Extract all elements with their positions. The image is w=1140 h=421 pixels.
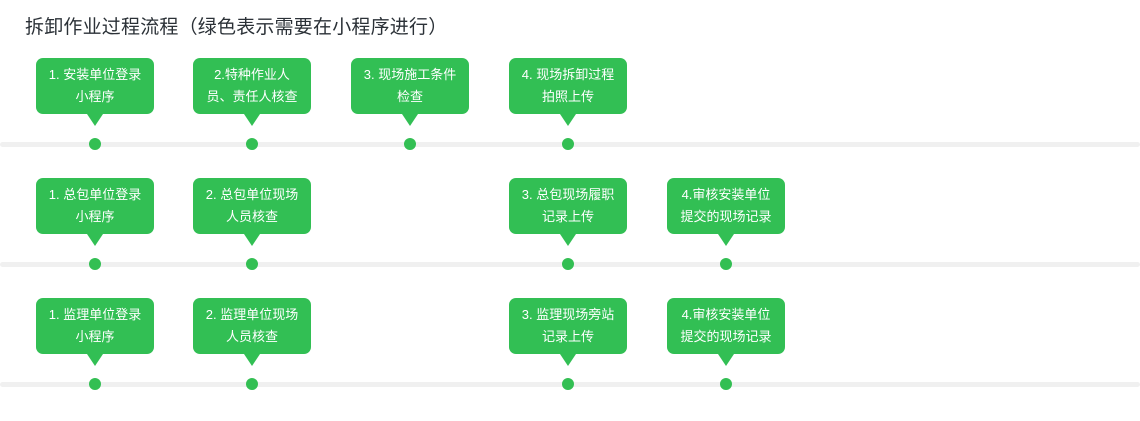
flow-node-label: 3. 监理现场旁站 记录上传 — [521, 307, 615, 344]
flow-node-label: 3. 现场施工条件 检查 — [363, 67, 457, 104]
flow-node-label: 2. 总包单位现场 人员核查 — [205, 187, 299, 224]
bubble-tail-icon — [244, 234, 260, 246]
timeline-dot-icon — [720, 378, 732, 390]
flow-node-bubble: 4.审核安装单位 提交的现场记录 — [667, 178, 785, 234]
timeline-dot-icon — [246, 258, 258, 270]
flow-node-bubble: 1. 监理单位登录 小程序 — [36, 298, 154, 354]
flow-node-r1c4[interactable]: 4. 现场拆卸过程 拍照上传 — [509, 58, 627, 150]
bubble-tail-icon — [87, 114, 103, 126]
bubble-tail-icon — [244, 354, 260, 366]
flow-node-label: 2.特种作业人 员、责任人核查 — [206, 67, 298, 104]
bubble-tail-icon — [560, 234, 576, 246]
flow-node-r3c4[interactable]: 3. 监理现场旁站 记录上传 — [509, 298, 627, 390]
flow-node-label: 1. 总包单位登录 小程序 — [48, 187, 142, 224]
flow-node-r1c1[interactable]: 1. 安装单位登录 小程序 — [36, 58, 154, 150]
flow-node-r2c4[interactable]: 3. 总包现场履职 记录上传 — [509, 178, 627, 270]
flow-node-bubble: 1. 总包单位登录 小程序 — [36, 178, 154, 234]
bubble-tail-icon — [402, 114, 418, 126]
flow-node-r2c2[interactable]: 2. 总包单位现场 人员核查 — [193, 178, 311, 270]
flow-node-label: 4. 现场拆卸过程 拍照上传 — [521, 67, 615, 104]
flow-node-r3c2[interactable]: 2. 监理单位现场 人员核查 — [193, 298, 311, 390]
flow-node-bubble: 1. 安装单位登录 小程序 — [36, 58, 154, 114]
timeline-dot-icon — [89, 138, 101, 150]
flow-node-label: 1. 监理单位登录 小程序 — [48, 307, 142, 344]
flow-node-bubble: 2.特种作业人 员、责任人核查 — [193, 58, 311, 114]
timeline-dot-icon — [720, 258, 732, 270]
flow-node-r3c1[interactable]: 1. 监理单位登录 小程序 — [36, 298, 154, 390]
timeline-dot-icon — [562, 378, 574, 390]
flow-node-r1c2[interactable]: 2.特种作业人 员、责任人核查 — [193, 58, 311, 150]
flow-node-r2c5[interactable]: 4.审核安装单位 提交的现场记录 — [667, 178, 785, 270]
flow-row-general-contractor: 1. 总包单位登录 小程序 2. 总包单位现场 人员核查 3. 总包现场履职 记… — [0, 178, 1140, 282]
flow-node-bubble: 2. 监理单位现场 人员核查 — [193, 298, 311, 354]
timeline-dot-icon — [89, 258, 101, 270]
flow-row-installation-unit: 1. 安装单位登录 小程序 2.特种作业人 员、责任人核查 3. 现场施工条件 … — [0, 58, 1140, 162]
timeline-dot-icon — [562, 258, 574, 270]
bubble-tail-icon — [560, 114, 576, 126]
bubble-tail-icon — [244, 114, 260, 126]
timeline-dot-icon — [246, 378, 258, 390]
flow-node-bubble: 4.审核安装单位 提交的现场记录 — [667, 298, 785, 354]
flow-node-bubble: 3. 监理现场旁站 记录上传 — [509, 298, 627, 354]
flow-node-bubble: 4. 现场拆卸过程 拍照上传 — [509, 58, 627, 114]
flow-row-supervision-unit: 1. 监理单位登录 小程序 2. 监理单位现场 人员核查 3. 监理现场旁站 记… — [0, 298, 1140, 402]
flow-node-r2c1[interactable]: 1. 总包单位登录 小程序 — [36, 178, 154, 270]
flow-node-label: 4.审核安装单位 提交的现场记录 — [680, 307, 772, 344]
flow-node-label: 3. 总包现场履职 记录上传 — [521, 187, 615, 224]
timeline-dot-icon — [246, 138, 258, 150]
bubble-tail-icon — [87, 354, 103, 366]
flow-node-r3c5[interactable]: 4.审核安装单位 提交的现场记录 — [667, 298, 785, 390]
bubble-tail-icon — [718, 354, 734, 366]
flow-node-bubble: 3. 现场施工条件 检查 — [351, 58, 469, 114]
timeline-dot-icon — [562, 138, 574, 150]
timeline-dot-icon — [404, 138, 416, 150]
flow-node-bubble: 2. 总包单位现场 人员核查 — [193, 178, 311, 234]
page-title: 拆卸作业过程流程（绿色表示需要在小程序进行） — [25, 17, 448, 38]
timeline-dot-icon — [89, 378, 101, 390]
flow-node-bubble: 3. 总包现场履职 记录上传 — [509, 178, 627, 234]
bubble-tail-icon — [560, 354, 576, 366]
flow-node-label: 2. 监理单位现场 人员核查 — [205, 307, 299, 344]
flow-node-r1c3[interactable]: 3. 现场施工条件 检查 — [351, 58, 469, 150]
flow-node-label: 4.审核安装单位 提交的现场记录 — [680, 187, 772, 224]
bubble-tail-icon — [87, 234, 103, 246]
bubble-tail-icon — [718, 234, 734, 246]
flow-node-label: 1. 安装单位登录 小程序 — [48, 67, 142, 104]
